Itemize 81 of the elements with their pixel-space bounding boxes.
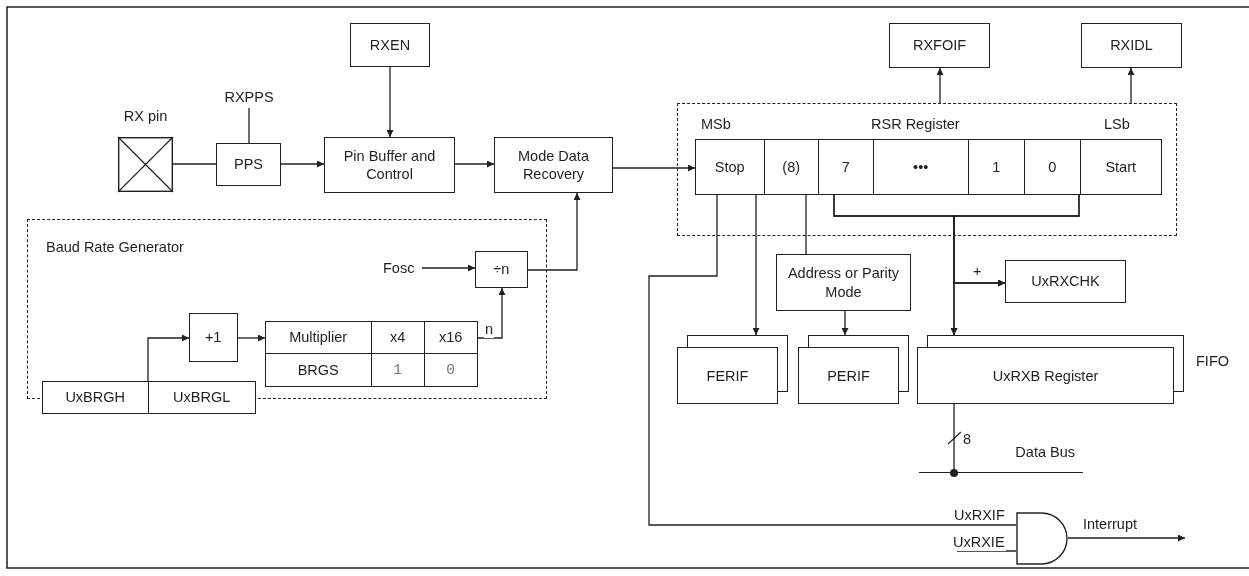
process-box [216, 143, 281, 186]
register-cell [967, 138, 1025, 195]
and-gate [1016, 512, 1068, 565]
group-title: Baud Rate Generator [46, 239, 184, 255]
flag-box [1081, 23, 1182, 68]
box-label: ÷n [493, 260, 510, 279]
box-label: Pin Buffer and Control [342, 146, 437, 184]
register-cell [1023, 138, 1081, 195]
table-cell: x16 [423, 320, 478, 355]
arrow [147, 334, 190, 382]
register-cell [817, 138, 874, 195]
table-cell: 0 [423, 353, 478, 387]
register-cell [694, 138, 765, 195]
box-label: Address or Parity Mode [786, 264, 901, 301]
table-cell: Multiplier [264, 320, 372, 355]
arrow [454, 160, 495, 168]
box-label: 0 [1048, 157, 1057, 176]
signal-name: Fosc [375, 256, 422, 279]
arrow [953, 194, 1080, 287]
table-cell: UxBRGH [41, 380, 149, 414]
edge-label: Interrupt [1082, 517, 1138, 533]
pin-label: RX pin [122, 108, 169, 124]
group-boundary [677, 103, 1177, 236]
box-label: Mode Data Recovery [517, 146, 590, 184]
arrow [237, 334, 266, 342]
side-label: FIFO [1196, 353, 1230, 369]
table-cell: UxBRGL [147, 380, 256, 414]
box-label: PPS [234, 155, 263, 174]
flag-box [889, 23, 990, 68]
register-cell [1079, 138, 1162, 195]
box-label: +1 [204, 328, 222, 347]
arrow [1127, 67, 1135, 104]
register-pair [41, 380, 255, 413]
box-label: 7 [841, 157, 850, 176]
register-box [1005, 260, 1126, 303]
stacked-register-box [677, 335, 788, 404]
signal-name: RXPPS [212, 86, 286, 108]
arrow [280, 160, 325, 168]
connector-line [805, 194, 807, 255]
box-label: Stop [714, 157, 745, 176]
signal-line [1067, 534, 1186, 542]
process-box [494, 137, 613, 193]
box-label: ••• [913, 157, 929, 176]
box-label: RXEN [369, 35, 411, 55]
arrow [612, 164, 696, 172]
box-label: RXIDL [1110, 36, 1153, 55]
signal-box [350, 23, 430, 67]
register-label: FERIF [705, 366, 750, 386]
pin-symbol [118, 108, 173, 192]
arrow [421, 264, 476, 272]
connector-line [172, 163, 217, 165]
box-label: UxRXCHK [1031, 272, 1100, 291]
table-cell: BRGS [264, 353, 372, 387]
register-label: UxRXB Register [991, 366, 1100, 386]
process-box [776, 254, 911, 311]
register-label: PERIF [826, 366, 871, 386]
bit-order-label: MSb [701, 116, 731, 132]
arrow [386, 66, 394, 138]
edge-label: UxRXIE [952, 535, 1006, 551]
signal-line [956, 550, 1017, 552]
arrow [936, 67, 944, 104]
arrow [527, 192, 581, 271]
stacked-register-box [798, 335, 909, 404]
bus-label: Data Bus [1015, 444, 1075, 460]
arrow [476, 287, 506, 339]
connector-line [248, 107, 250, 144]
arrow [841, 310, 849, 336]
box-label: 1 [992, 157, 1001, 176]
process-box [324, 137, 455, 193]
box-label: (8) [782, 157, 801, 176]
box-label: RXFOIF [912, 36, 967, 55]
group-title: RSR Register [871, 116, 960, 132]
register-cell [872, 138, 969, 195]
arrow [752, 194, 760, 336]
stacked-register-box [917, 335, 1184, 404]
multiplier-table [264, 320, 477, 386]
register-cell [763, 138, 819, 195]
adder-box [188, 312, 238, 362]
connector-line [648, 194, 1017, 526]
bit-order-label: LSb [1104, 116, 1130, 132]
box-label: Start [1105, 157, 1136, 176]
